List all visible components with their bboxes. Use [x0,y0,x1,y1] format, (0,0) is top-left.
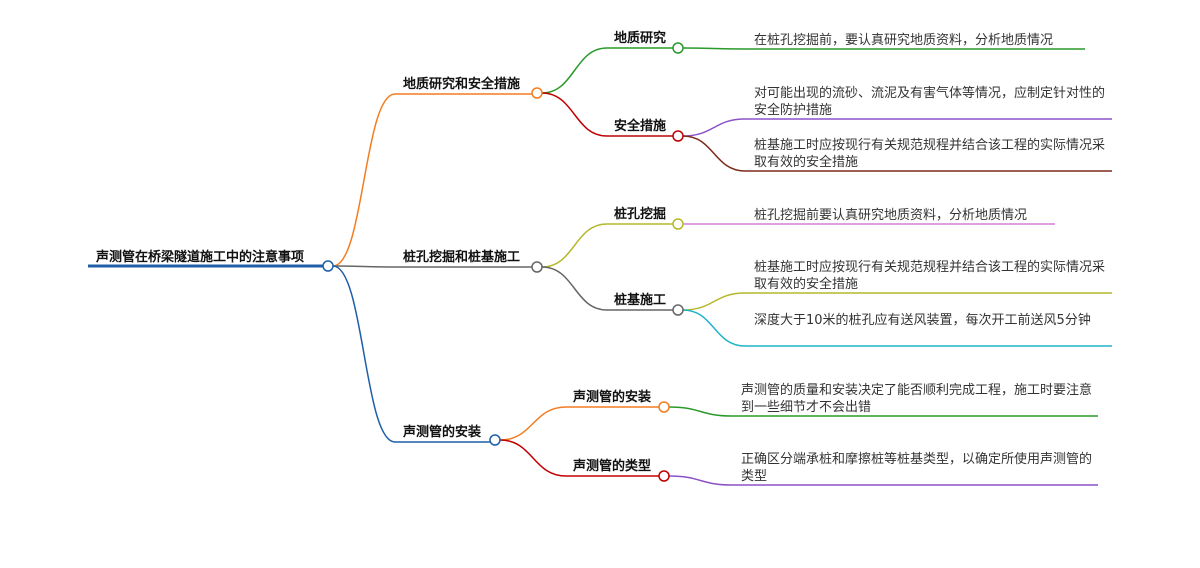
sub-connector-0-0 [541,47,608,94]
sub-node-0-0 [672,42,684,54]
leaf-text-2-0-0: 声测管的质量和安装决定了能否顺利完成工程，施工时要注意到一些细节才不会出错 [741,383,1093,415]
sub-connector-2-1 [499,439,567,477]
leaf-text-1-0-0: 桩孔挖掘前要认真研究地质资料，分析地质情况 [754,208,1028,223]
sub-topic-label-2-0: 声测管的安装 [573,390,652,405]
sub-node-1-0 [672,218,684,230]
branch-label-1: 桩孔挖掘和桩基施工 [403,250,521,265]
sub-connector-0-1 [541,92,608,137]
leaf-text-1-1-0: 桩基施工时应按现行有关规范规程并结合该工程的实际情况采取有效的安全措施 [754,260,1106,292]
branch-connector-1 [332,265,396,268]
leaf-text-0-1-0: 对可能出现的流砂、流泥及有害气体等情况，应制定针对性的安全防护措施 [754,86,1106,118]
root-node [322,260,334,272]
sub-node-2-1 [658,470,670,482]
leaf-connector-1-1-0 [682,292,746,311]
leaf-connector-2-0-0 [668,406,733,417]
sub-topic-label-1-1: 桩基施工 [614,293,667,308]
sub-topic-label-2-1: 声测管的类型 [573,459,652,474]
leaf-connector-0-0-0 [682,47,746,50]
sub-connector-2-0 [499,406,567,441]
sub-connector-1-0 [541,223,608,268]
sub-topic-label-0-1: 安全措施 [614,119,667,134]
sub-topic-label-1-0: 桩孔挖掘 [614,207,667,222]
leaf-text-1-1-1: 深度大于10米的桩孔应有送风装置，每次开工前送风5分钟 [754,313,1091,328]
sub-connector-1-1 [541,266,608,311]
root-topic-label: 声测管在桥梁隧道施工中的注意事项 [96,250,305,265]
branch-node-0 [531,87,543,99]
branch-node-2 [489,434,501,446]
branch-label-0: 地质研究和安全措施 [403,77,521,92]
leaf-connector-1-1-1 [682,309,746,347]
leaf-connector-2-1-0 [668,475,733,486]
leaf-connector-0-1-1 [682,135,746,172]
sub-node-0-1 [672,130,684,142]
branch-label-2: 声测管的安装 [403,425,482,440]
leaf-text-0-0-0: 在桩孔挖掘前，要认真研究地质资料，分析地质情况 [754,33,1054,48]
branch-connector-2 [332,265,396,443]
leaf-text-2-1-0: 正确区分端承桩和摩擦桩等桩基类型，以确定所使用声测管的类型 [741,452,1093,484]
leaf-text-0-1-1: 桩基施工时应按现行有关规范规程并结合该工程的实际情况采取有效的安全措施 [754,138,1106,170]
sub-node-2-0 [658,401,670,413]
leaf-connector-0-1-0 [682,118,746,137]
sub-topic-label-0-0: 地质研究 [614,31,667,46]
branch-node-1 [531,261,543,273]
sub-node-1-1 [672,304,684,316]
branch-connector-0 [332,93,396,267]
